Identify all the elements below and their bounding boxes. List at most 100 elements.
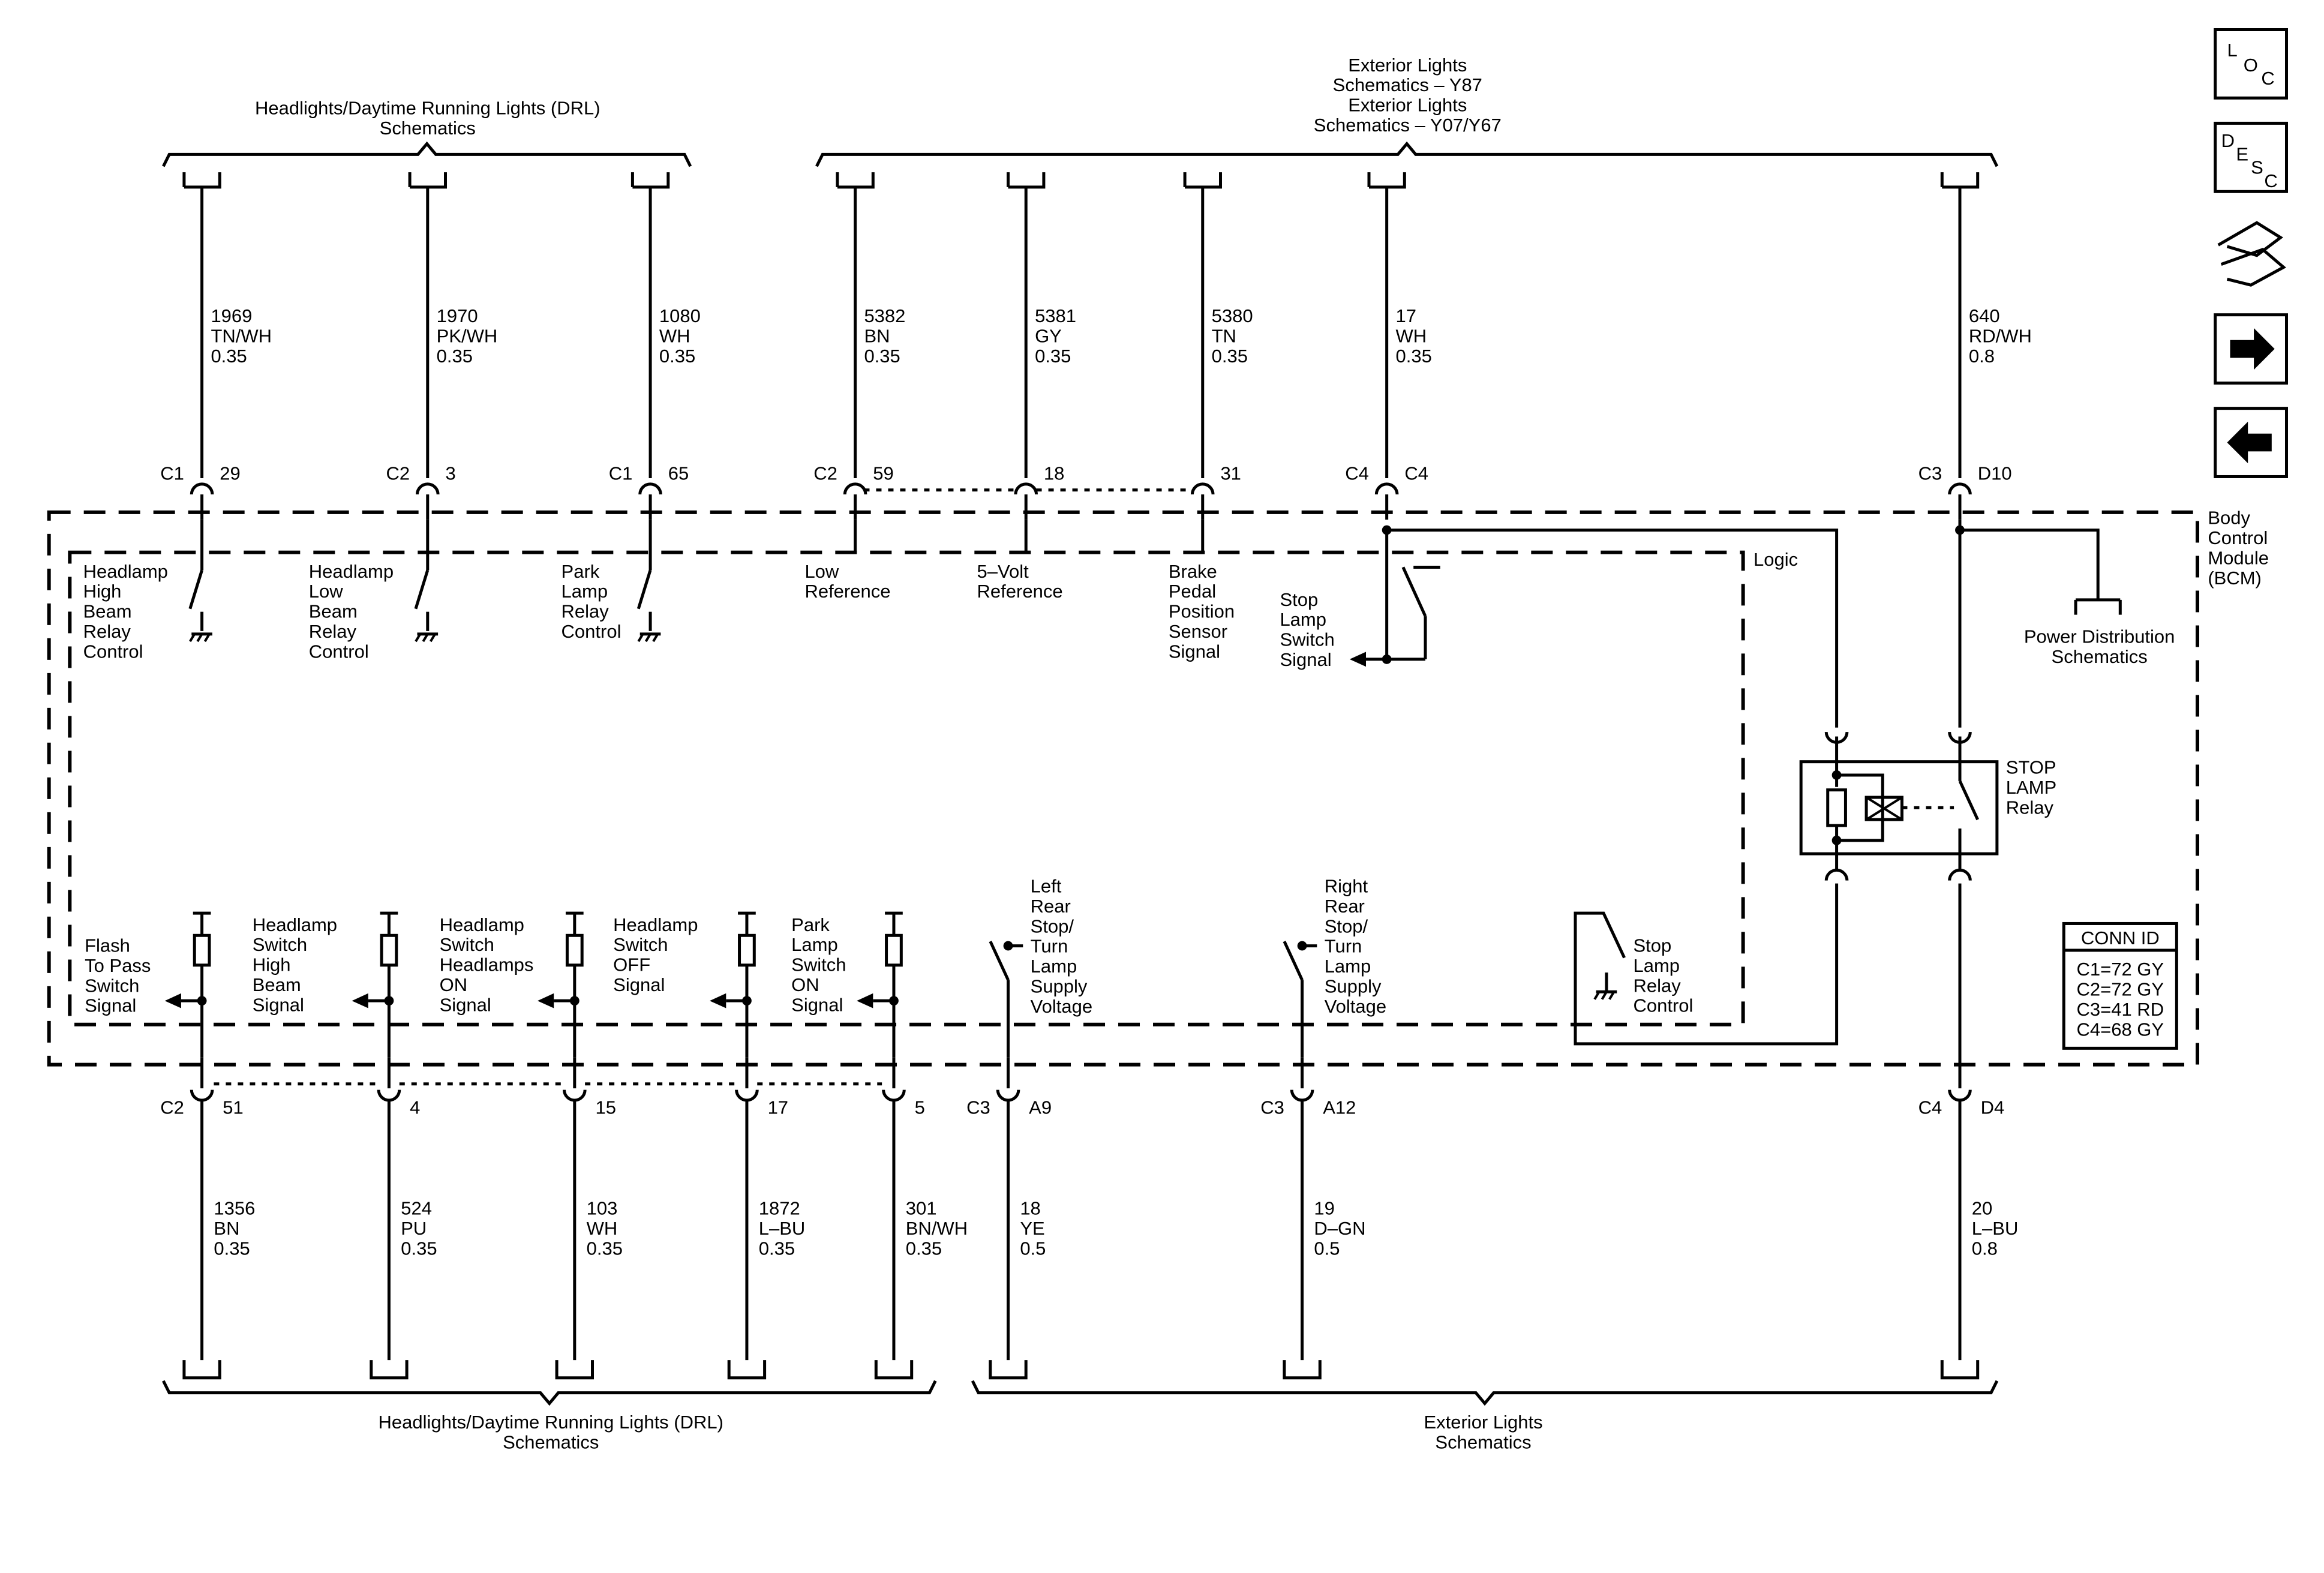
- ground-icon: [189, 633, 196, 643]
- function-label: Park: [562, 561, 600, 582]
- wire: [1836, 773, 1884, 842]
- conn-id-row: C1=72 GY: [2076, 959, 2164, 980]
- back-button-frame[interactable]: [2214, 407, 2288, 478]
- desc-letter: D: [2221, 130, 2235, 151]
- harness-title: Headlights/Daytime Running Lights (DRL): [378, 1412, 723, 1433]
- ground-icon: [415, 633, 422, 643]
- function-label: Lamp: [791, 934, 838, 955]
- function-label: ON: [791, 974, 819, 995]
- function-label: Signal: [1280, 649, 1331, 670]
- connector-pin: [190, 1089, 214, 1102]
- arrow-left-icon: [1349, 652, 1366, 667]
- loc-letter: L: [2227, 40, 2238, 61]
- wire-code: TN/WH: [211, 325, 272, 346]
- pullup-resistor: [738, 933, 756, 967]
- arrow-right-icon[interactable]: [2230, 328, 2275, 370]
- terminal: [1185, 172, 1222, 189]
- pin-number: 17: [768, 1097, 788, 1118]
- pin-number: 5: [915, 1097, 925, 1118]
- ground-icon: [1593, 991, 1601, 1000]
- pin-number: 4: [410, 1097, 420, 1118]
- function-label: Signal: [791, 994, 843, 1015]
- pin-number: 51: [223, 1097, 243, 1118]
- pin-number: 29: [220, 463, 240, 484]
- connector-id: C2: [160, 1097, 184, 1118]
- arrow-left-icon[interactable]: [2227, 421, 2272, 464]
- back-button[interactable]: [2214, 407, 2288, 478]
- next-button-frame[interactable]: [2214, 313, 2288, 385]
- function-label: Pedal: [1169, 581, 1216, 602]
- wire-code: WH: [659, 325, 690, 346]
- wire-code: RD/WH: [1969, 325, 2032, 346]
- function-label: Reference: [804, 581, 890, 602]
- next-button[interactable]: [2214, 313, 2288, 385]
- function-label: Headlamp: [253, 914, 337, 935]
- connector-pin: [190, 482, 214, 495]
- pin-number: 15: [595, 1097, 615, 1118]
- function-label: Beam: [309, 601, 358, 622]
- relay-resistor: [1826, 788, 1847, 827]
- terminal: [1008, 172, 1046, 189]
- switch: [1401, 566, 1427, 617]
- terminal: [989, 1360, 1028, 1380]
- connector-swap-icon[interactable]: [2217, 221, 2286, 287]
- connector-id: C3: [1918, 463, 1942, 484]
- logic-outline: [68, 550, 1745, 1026]
- wire-code: 0.35: [214, 1238, 250, 1259]
- terminal: [1283, 1360, 1322, 1380]
- function-label: Reference: [977, 581, 1063, 602]
- function-label: Switch: [1280, 629, 1334, 650]
- function-label: Low: [309, 581, 343, 602]
- wire-code: GY: [1035, 325, 1062, 346]
- pin-number: D10: [1978, 463, 2012, 484]
- switch: [1283, 941, 1304, 981]
- function-label: Lamp: [1634, 955, 1680, 976]
- power-distribution-label: Schematics: [2052, 646, 2148, 667]
- bottom-wires: [164, 911, 1980, 1380]
- wire-code: 0.5: [1314, 1238, 1340, 1259]
- wire-code: 17: [1396, 305, 1416, 326]
- splice-dot: [1003, 941, 1013, 951]
- function-label: High: [83, 581, 122, 602]
- wire: [1960, 529, 2100, 600]
- desc-button-frame[interactable]: [2214, 121, 2288, 193]
- function-label: Rear: [1031, 896, 1071, 917]
- connector-id: C3: [1260, 1097, 1284, 1118]
- switch: [1958, 780, 1979, 821]
- ground-icon: [203, 633, 211, 643]
- function-label: Control: [83, 641, 143, 662]
- wire-code: 1080: [659, 305, 701, 326]
- loc-button[interactable]: LOC: [2214, 28, 2288, 100]
- connector-pin: [1190, 482, 1215, 495]
- function-label: Relay: [562, 601, 609, 622]
- conn-id-title: CONN ID: [2081, 927, 2160, 948]
- wire-code: 0.5: [1020, 1238, 1046, 1259]
- function-label: Switch: [613, 934, 668, 955]
- function-label: Signal: [613, 974, 665, 995]
- ground-icon: [644, 633, 651, 643]
- connector-pin: [638, 482, 662, 495]
- harness-bracket: [815, 141, 1999, 167]
- loc-button-frame[interactable]: [2214, 28, 2288, 100]
- connector-id: C1: [160, 463, 184, 484]
- terminal: [1940, 1360, 1980, 1380]
- function-label: Right: [1325, 875, 1368, 896]
- function-label: Park: [791, 914, 830, 935]
- ground-icon: [430, 633, 436, 643]
- module-label: Control: [2208, 527, 2268, 548]
- function-label: Stop: [1280, 589, 1318, 610]
- stop-lamp-relay: [1799, 760, 1999, 855]
- function-label: Left: [1031, 875, 1062, 896]
- wire-code: 0.8: [1972, 1238, 1998, 1259]
- function-label: Beam: [83, 601, 132, 622]
- top-wire-1970: [408, 172, 447, 520]
- arrow-left-icon: [164, 993, 181, 1008]
- wire-code: 0.35: [211, 346, 247, 367]
- wire: [1386, 529, 1839, 728]
- arrow-left-icon: [538, 993, 554, 1008]
- terminal: [632, 172, 670, 189]
- top-wires: [182, 172, 1980, 520]
- wire-code: YE: [1020, 1218, 1044, 1239]
- logic-label: Logic: [1753, 549, 1798, 570]
